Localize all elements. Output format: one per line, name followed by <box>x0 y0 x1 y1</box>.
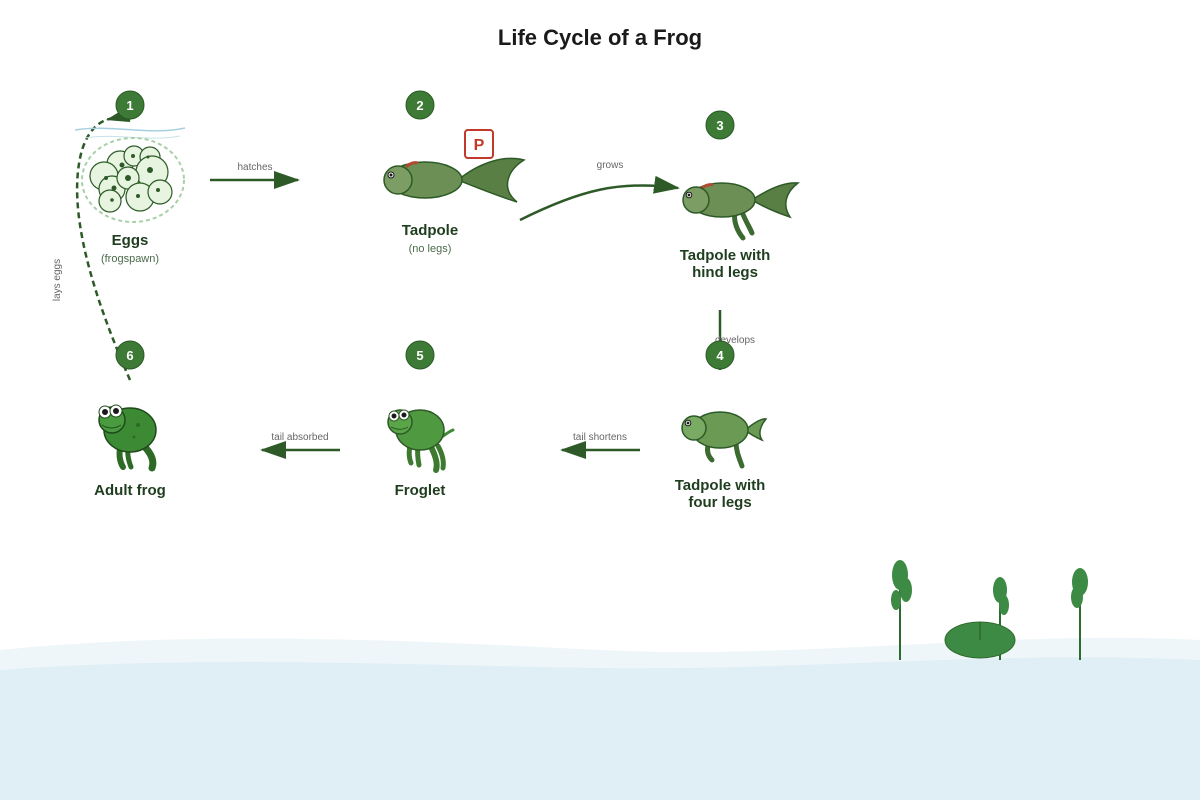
stage-badge-6 <box>115 340 145 370</box>
stage-label-adult-frog: Adult frog <box>94 482 166 499</box>
stage-label-eggs: Eggs <box>112 232 149 249</box>
stage-badge-5 <box>405 340 435 370</box>
stage-froglet: 5 Froglet <box>387 340 455 499</box>
stage-badge-1 <box>115 90 145 120</box>
stage-label-hind-legs-line1: Tadpole with <box>680 247 771 264</box>
stage-badge-2 <box>405 90 435 120</box>
arrow-label-tail-absorbed: tail absorbed <box>271 432 328 443</box>
stage-label-froglet: Froglet <box>395 482 446 499</box>
arrow-label-hatches: hatches <box>237 162 272 173</box>
stage-label-four-legs-line1: Tadpole with <box>675 477 766 494</box>
stage-tadpole: 2 P Tadpole (no legs) <box>383 90 526 255</box>
stage-sublabel-eggs: (frogspawn) <box>101 253 159 265</box>
arrow-label-develops: develops <box>715 335 755 346</box>
stage-number-3: 3 <box>716 118 723 133</box>
arrow-label-grows: grows <box>597 160 624 171</box>
frogspawn-outline <box>81 137 185 223</box>
stage-tadpole-four-legs: 4 Tadpole with four legs <box>675 340 768 511</box>
arrow-hatches: hatches <box>210 162 300 189</box>
stage-tadpole-hind-legs: 3 Tadpole with hind legs <box>680 110 801 281</box>
egg-embryos <box>104 154 160 202</box>
tadpole-icon <box>383 157 526 203</box>
stage-adult-frog: 6 Adult frog <box>94 340 166 499</box>
stage-label-tadpole: Tadpole <box>402 222 458 239</box>
tadpole-four-legs-icon <box>681 411 768 469</box>
adult-frog-icon <box>98 404 157 472</box>
stage-number-1: 1 <box>126 98 133 113</box>
arrow-grows: grows <box>519 160 680 222</box>
stage-number-2: 2 <box>416 98 423 113</box>
p-marker-box <box>464 129 494 159</box>
stage-number-4: 4 <box>716 348 724 363</box>
pond-water <box>0 637 1200 800</box>
stage-badge-3 <box>705 110 735 140</box>
egg-cluster-icon <box>89 145 173 213</box>
arrow-label-tail-shortens: tail shortens <box>573 432 627 443</box>
diagram-title: Life Cycle of a Frog <box>498 25 702 50</box>
stage-eggs: 1 Eggs (frogspawn) <box>74 90 186 265</box>
stage-number-6: 6 <box>126 348 133 363</box>
stage-badge-4 <box>705 340 735 370</box>
arrow-label-lays-eggs: lays eggs <box>52 259 63 301</box>
stage-label-hind-legs-line2: hind legs <box>692 264 758 281</box>
tadpole-hind-legs-icon <box>682 182 801 241</box>
p-marker: P <box>474 137 485 154</box>
stage-label-four-legs-line2: four legs <box>688 494 751 511</box>
stage-sublabel-tadpole: (no legs) <box>409 243 452 255</box>
pond-plants <box>891 560 1088 660</box>
froglet-icon <box>387 409 455 473</box>
stage-number-5: 5 <box>416 348 423 363</box>
arrow-tail-absorbed: tail absorbed <box>260 432 340 459</box>
arrow-tail-shortens: tail shortens <box>560 432 640 459</box>
